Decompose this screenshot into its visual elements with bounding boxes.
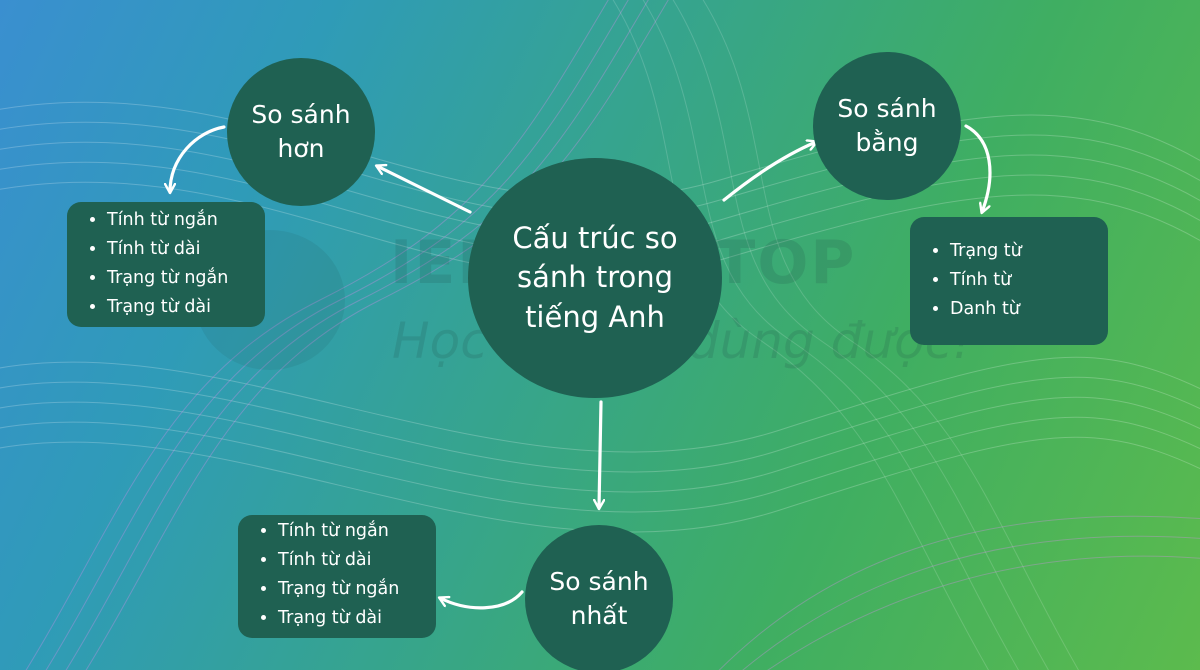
list-item: Tính từ dài <box>107 235 265 264</box>
list-item: Tính từ ngắn <box>107 206 265 235</box>
list-item: Trạng từ dài <box>107 293 265 322</box>
node-so-sanh-nhat-label: So sánh nhất <box>549 567 649 630</box>
node-so-sanh-bang: So sánh bằng <box>813 52 961 200</box>
list-item: Trạng từ <box>950 237 1108 266</box>
list-item: Tính từ <box>950 266 1108 295</box>
list-item: Tính từ dài <box>278 546 436 575</box>
node-so-sanh-bang-label: So sánh bằng <box>837 94 937 157</box>
list-item: Tính từ ngắn <box>278 517 436 546</box>
list-item: Trạng từ ngắn <box>107 264 265 293</box>
node-so-sanh-hon-label: So sánh hơn <box>251 100 351 163</box>
list-item: Trạng từ dài <box>278 604 436 633</box>
list-so-sanh-bang: Trạng từ Tính từ Danh từ <box>910 217 1108 345</box>
center-node: Cấu trúc so sánh trong tiếng Anh <box>468 158 722 398</box>
node-so-sanh-nhat: So sánh nhất <box>525 525 673 670</box>
list-so-sanh-hon: Tính từ ngắn Tính từ dài Trạng từ ngắn T… <box>67 202 265 327</box>
list-so-sanh-nhat: Tính từ ngắn Tính từ dài Trạng từ ngắn T… <box>238 515 436 638</box>
list-item: Trạng từ ngắn <box>278 575 436 604</box>
center-node-label: Cấu trúc so sánh trong tiếng Anh <box>512 221 678 334</box>
node-so-sanh-hon: So sánh hơn <box>227 58 375 206</box>
list-item: Danh từ <box>950 295 1108 324</box>
